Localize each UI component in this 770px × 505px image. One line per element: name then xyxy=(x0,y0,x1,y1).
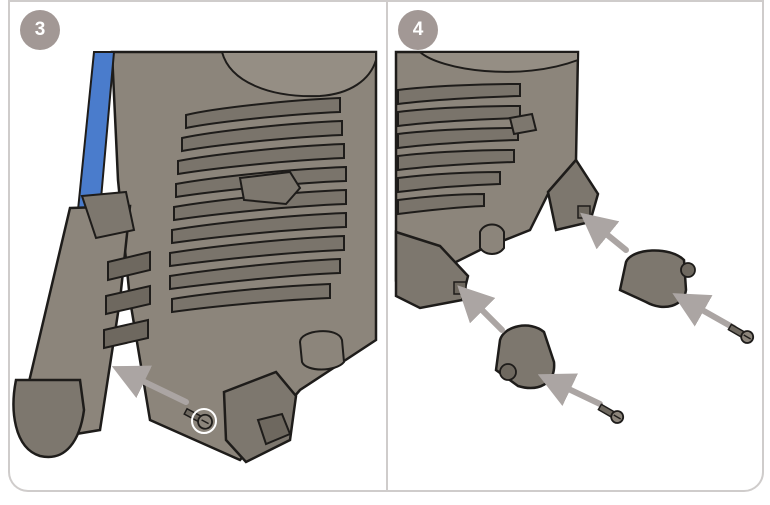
screw-right xyxy=(727,323,755,344)
step-3-badge: 3 xyxy=(20,10,60,50)
step-4-number: 4 xyxy=(412,19,424,40)
washer-top-dome xyxy=(220,51,377,98)
insert-arrow xyxy=(111,365,189,405)
arrow-screw-to-right-cap xyxy=(672,293,737,331)
cord-hook xyxy=(238,170,302,206)
arrow-right-cap-to-foot xyxy=(580,212,629,253)
left-peg xyxy=(453,281,467,295)
step-4-illustration xyxy=(394,50,755,424)
bracket-teeth xyxy=(103,250,151,350)
right-foot-cap xyxy=(618,249,688,309)
water-inlet-rear xyxy=(479,223,505,255)
right-peg xyxy=(577,205,591,219)
step-4-badge: 4 xyxy=(398,10,438,50)
wheel xyxy=(12,378,86,459)
washer-top-dome-rear xyxy=(417,51,579,73)
arrow-left-cap-to-foot xyxy=(457,285,505,333)
screw-highlight-ring xyxy=(191,408,217,434)
step-3-illustration xyxy=(12,50,378,464)
water-inlet xyxy=(298,330,346,371)
blue-trim xyxy=(76,51,116,211)
left-cap-knob xyxy=(499,363,517,381)
step-3-number: 3 xyxy=(34,19,46,40)
screw-left xyxy=(597,403,625,424)
cord-hook-rear xyxy=(508,112,538,136)
handle-clip xyxy=(80,190,136,240)
foot-peg xyxy=(256,412,292,446)
right-cap-knob xyxy=(680,262,696,278)
vent-slats-rear xyxy=(397,82,521,216)
arrow-screw-to-left-cap xyxy=(537,373,603,407)
